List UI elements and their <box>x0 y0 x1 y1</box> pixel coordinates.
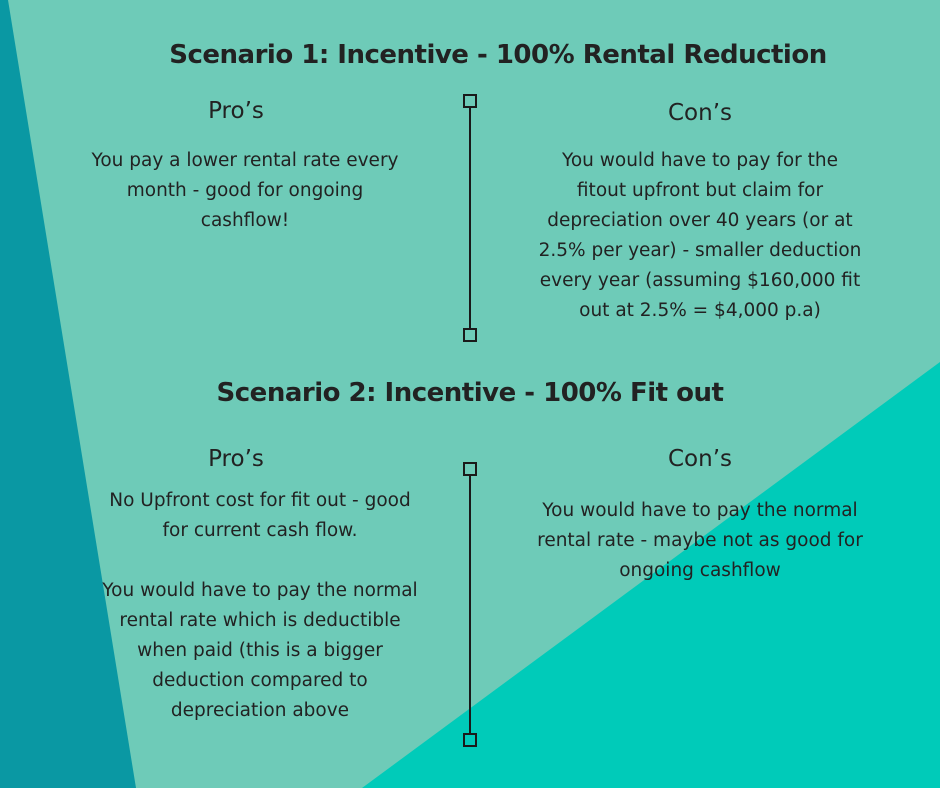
scenario1-cons-heading: Con’s <box>667 100 732 126</box>
divider-top-square-icon <box>463 94 477 108</box>
text-line: month - good for ongoing <box>126 180 364 201</box>
scenario1-pros-heading: Pro’s <box>208 98 264 124</box>
right-bright-teal-shape <box>362 362 940 788</box>
divider-bottom-square-icon <box>463 733 477 747</box>
text-line: 2.5% per year) - smaller deduction <box>538 240 862 261</box>
scenario2-cons-heading: Con’s <box>667 446 732 472</box>
left-dark-teal-shape <box>0 0 136 788</box>
text-line: deduction compared to <box>152 670 368 691</box>
scenario1-cons-text: You would have to pay for the fitout upf… <box>497 146 903 326</box>
divider-line <box>469 108 471 328</box>
text-line: depreciation above <box>170 700 350 721</box>
text-line: rental rate - maybe not as good for <box>537 530 863 551</box>
scenario1-title: Scenario 1: Incentive - 100% Rental Redu… <box>169 40 827 70</box>
scenario2-pros-heading: Pro’s <box>208 446 264 472</box>
scenario2-pros-text: No Upfront cost for fit out - good for c… <box>60 486 460 726</box>
text-line: You would have to pay the normal <box>102 580 418 601</box>
scenario1-pros-text: You pay a lower rental rate every month … <box>55 146 435 236</box>
text-line: when paid (this is a bigger <box>137 640 383 661</box>
text-line: fitout upfront but claim for <box>576 180 824 201</box>
text-line: You would have to pay the normal <box>542 500 858 521</box>
text-line: for current cash flow. <box>162 520 358 541</box>
divider-bottom-square-icon <box>463 328 477 342</box>
text-line: No Upfront cost for fit out - good <box>109 490 411 511</box>
divider-line <box>469 476 471 734</box>
divider-top-square-icon <box>463 462 477 476</box>
text-line: every year (assuming $160,000 fit <box>539 270 861 291</box>
scenario1-divider <box>462 94 478 342</box>
scenario2-cons-text: You would have to pay the normal rental … <box>500 496 900 586</box>
text-line: You would have to pay for the <box>561 150 839 171</box>
text-line <box>60 546 460 576</box>
text-line: out at 2.5% = $4,000 p.a) <box>579 300 821 321</box>
text-line: depreciation over 40 years (or at <box>547 210 853 231</box>
text-line: rental rate which is deductible <box>119 610 401 631</box>
scenario2-title: Scenario 2: Incentive - 100% Fit out <box>216 378 724 408</box>
text-line: cashflow! <box>200 210 290 231</box>
scenario2-divider <box>462 462 478 748</box>
text-line: ongoing cashflow <box>619 560 781 581</box>
text-line: You pay a lower rental rate every <box>91 150 399 171</box>
